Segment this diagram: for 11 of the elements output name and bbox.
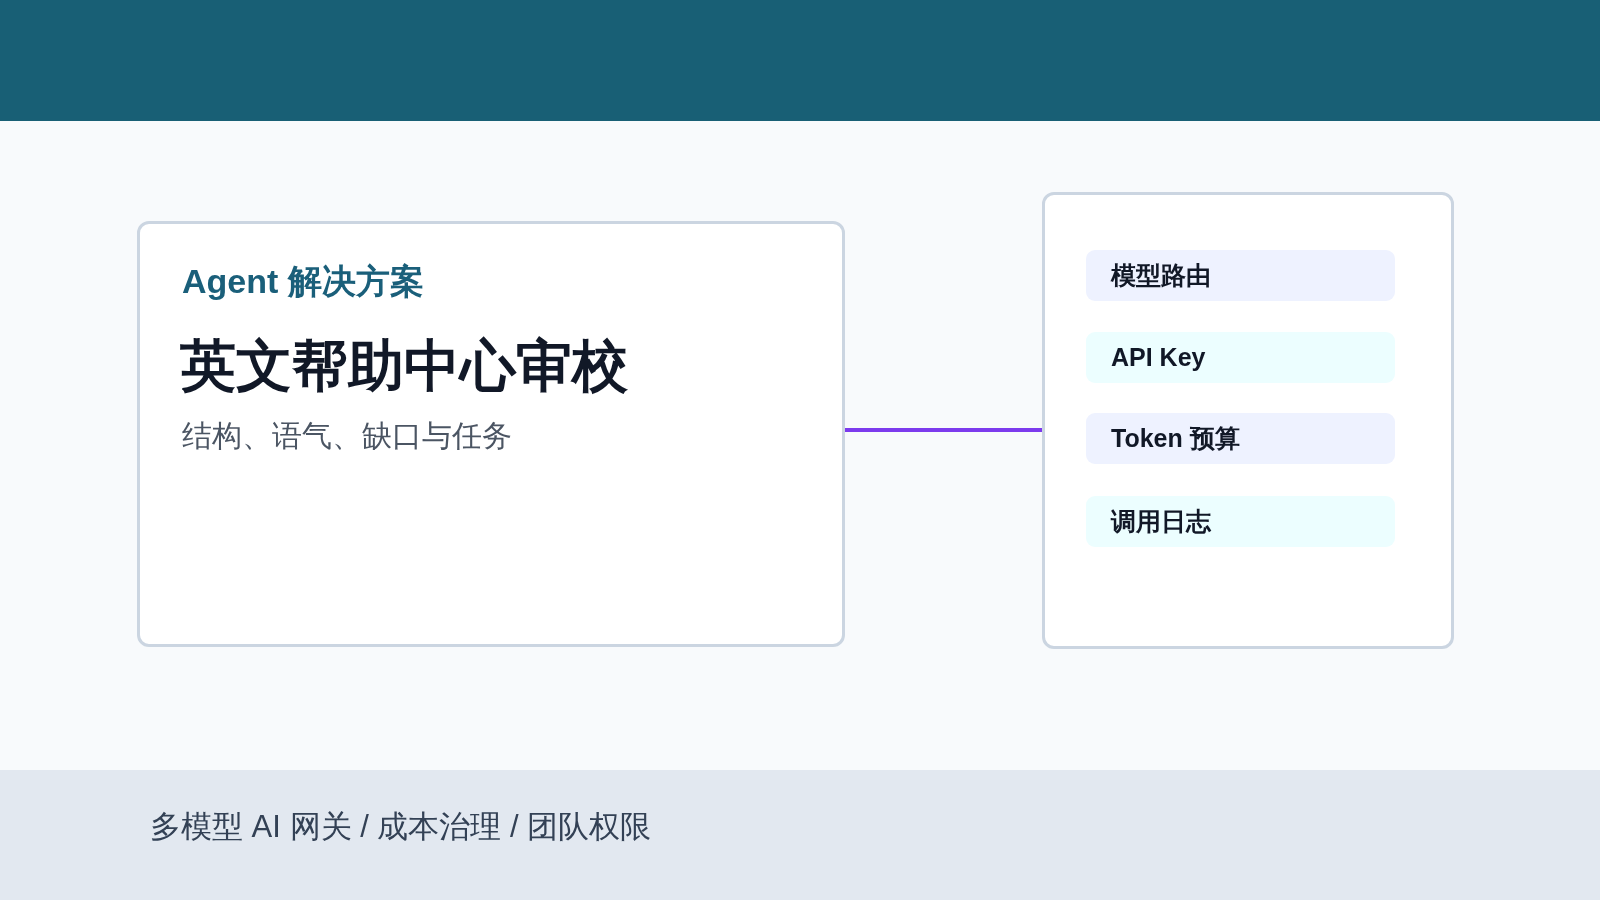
footer-text: 多模型 AI 网关 / 成本治理 / 团队权限 <box>150 809 652 845</box>
card-subtitle: 结构、语气、缺口与任务 <box>182 419 512 454</box>
card-heading: Agent 解决方案 <box>182 262 424 302</box>
panel-card <box>137 221 845 647</box>
list-item: Token 预算 <box>1086 413 1395 464</box>
connector-line <box>845 428 1042 432</box>
list-item: API Key <box>1086 332 1395 383</box>
list-item: 调用日志 <box>1086 496 1395 547</box>
card-title: 英文帮助中心审校 <box>180 334 628 399</box>
panel-card <box>1042 192 1454 649</box>
list-item: 模型路由 <box>1086 250 1395 301</box>
